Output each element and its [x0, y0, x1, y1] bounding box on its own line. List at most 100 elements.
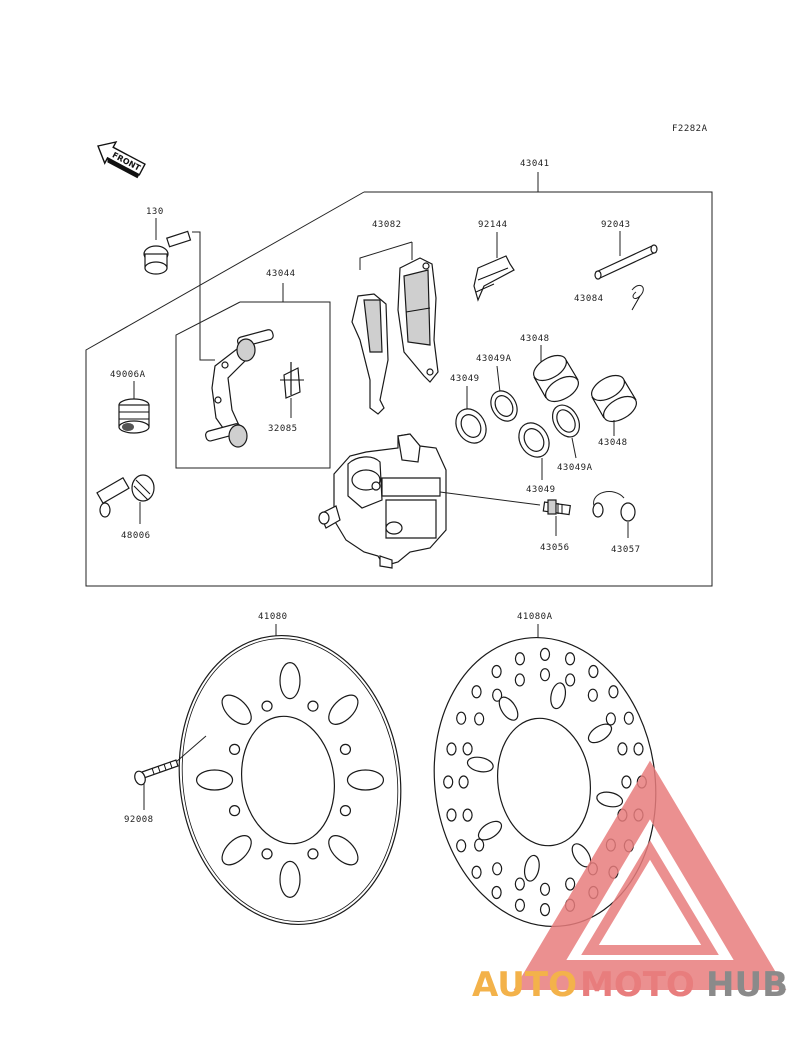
- disc-drilled-hole: [565, 673, 576, 687]
- disc-drilled-hole: [623, 711, 634, 725]
- disc-drilled-hole: [491, 885, 502, 900]
- brake-disc-41080: [178, 634, 402, 926]
- part-49006A-label: 49006A: [110, 370, 146, 380]
- brake-pad-outer-43082: [397, 257, 439, 383]
- dust-seal-43049A-lower: [551, 404, 581, 438]
- part-43049A-top-label: 43049A: [476, 354, 512, 364]
- part-43084-label: 43084: [574, 294, 604, 304]
- watermark-moto: MOTO: [580, 965, 695, 1005]
- disc-drilled-hole: [471, 865, 482, 879]
- part-43082-label: 43082: [372, 220, 402, 230]
- leader-92008-to-disc: [175, 735, 207, 763]
- disc-drilled-hole: [539, 668, 551, 682]
- bleeder-valve-43056: [542, 499, 571, 516]
- disc-drilled-hole: [539, 647, 551, 662]
- leader-130-to-bracket: [192, 231, 215, 361]
- part-43048-top-label: 43048: [520, 334, 550, 344]
- part-43057-label: 43057: [611, 545, 641, 555]
- disc-drilled-hole: [539, 882, 551, 896]
- watermark-triangle-icon: [513, 760, 787, 990]
- part-92008-label: 92008: [124, 815, 154, 825]
- part-43049-top-label: 43049: [450, 374, 480, 384]
- disc-drilled-hole: [491, 664, 502, 679]
- disc-drilled-hole: [474, 838, 485, 852]
- disc-bolt-92008: [134, 759, 179, 786]
- piston-43048-lower: [591, 374, 637, 423]
- disc-drilled-hole: [458, 775, 469, 789]
- disc-bolt-hole: [228, 805, 241, 817]
- disc-drilled-hole: [462, 742, 473, 756]
- disc-slot: [466, 756, 494, 773]
- front-arrow-icon: FRONT: [97, 140, 146, 179]
- part-32085-label: 32085: [268, 424, 298, 434]
- pad-pin-92043: [594, 244, 658, 280]
- leader-43082: [359, 241, 413, 270]
- brake-disc-41080A: [433, 636, 657, 928]
- disc-drilled-hole: [514, 652, 526, 666]
- watermark-auto: AUTO: [472, 965, 577, 1005]
- dust-boot-49006A: [118, 398, 150, 434]
- disc-drilled-hole: [471, 685, 482, 699]
- part-48006-label: 48006: [121, 531, 151, 541]
- disc-drilled-hole: [456, 839, 467, 853]
- disc-drilled-hole: [456, 711, 467, 725]
- dust-seal-43049A-upper: [490, 390, 518, 422]
- brake-pad-inner-43082: [351, 293, 389, 415]
- disc-drilled-hole: [492, 862, 503, 876]
- disc-drilled-hole: [446, 742, 457, 756]
- disc-slot: [279, 860, 301, 898]
- caliper-body: [318, 433, 447, 569]
- disc-slot: [477, 820, 503, 841]
- disc-bolt-hole: [339, 805, 352, 817]
- part-92043-label: 92043: [601, 220, 631, 230]
- part-43049-bottom-label: 43049: [526, 485, 556, 495]
- disc-bolt-hole: [307, 700, 319, 712]
- disc-bolt-hole: [228, 743, 241, 755]
- disc-drilled-hole: [539, 902, 551, 917]
- disc-drilled-hole: [617, 742, 628, 756]
- figure-code: F2282A: [672, 124, 708, 134]
- caliper-assembly-frame: [85, 191, 713, 587]
- disc-slot: [346, 769, 385, 791]
- disc-drilled-hole: [446, 808, 457, 822]
- disc-slot: [328, 694, 359, 725]
- pad-spring-32085: [280, 362, 304, 399]
- disc-drilled-hole: [443, 775, 454, 789]
- caliper-pin-48006: [96, 474, 155, 518]
- part-43041-label: 43041: [520, 159, 550, 169]
- bracket-subframe: [175, 301, 331, 469]
- disc-slot: [523, 854, 540, 882]
- disc-bolt-hole: [339, 743, 352, 755]
- leader-caliper-to-bleeder: [439, 491, 541, 506]
- disc-slot: [195, 769, 234, 791]
- piston-43048-upper: [533, 354, 579, 403]
- disc-drilled-hole: [514, 673, 525, 687]
- piston-seal-43049-lower: [518, 422, 550, 458]
- disc-drilled-hole: [565, 877, 576, 891]
- disc-slot: [328, 835, 359, 866]
- leader-43049A-bottom: [571, 437, 577, 459]
- bleeder-cap-43057: [592, 491, 636, 522]
- disc-drilled-hole: [605, 712, 616, 726]
- disc-drilled-hole: [492, 688, 503, 702]
- part-43048-bottom-label: 43048: [598, 438, 628, 448]
- disc-drilled-hole: [564, 652, 576, 666]
- part-130-label: 130: [146, 207, 164, 217]
- disc-drilled-hole: [462, 808, 473, 822]
- disc-bolt-hole: [261, 700, 273, 712]
- disc-bolt-hole: [261, 848, 273, 860]
- part-92144-label: 92144: [478, 220, 508, 230]
- disc-drilled-hole: [588, 664, 599, 679]
- disc-slot: [279, 662, 301, 700]
- disc-slot: [596, 791, 624, 808]
- disc-slot: [587, 723, 613, 744]
- watermark-hub: HUB: [706, 965, 788, 1005]
- flange-bolt-130: [143, 230, 192, 275]
- disc-drilled-hole: [474, 712, 485, 726]
- disc-bolt-hole: [307, 848, 319, 860]
- disc-drilled-hole: [633, 742, 644, 756]
- disc-drilled-hole: [514, 877, 525, 891]
- disc-slot: [221, 835, 252, 866]
